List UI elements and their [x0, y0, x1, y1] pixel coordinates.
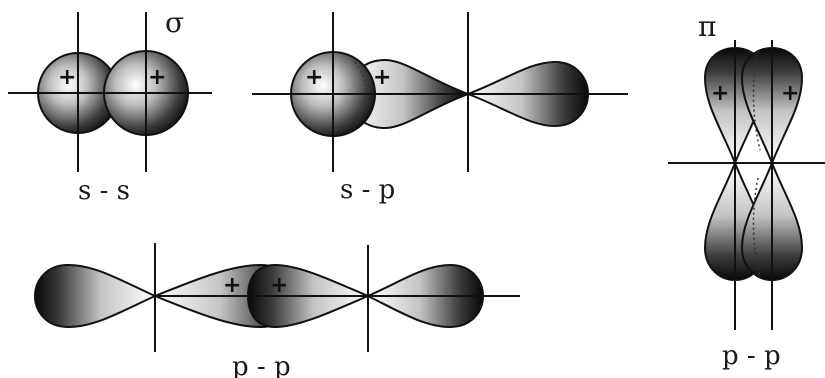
- plus-sign-p: +: [373, 65, 391, 90]
- plus-sign-right: +: [781, 81, 799, 106]
- caption-s-s: s - s: [78, 176, 130, 206]
- caption-s-p: s - p: [340, 175, 395, 205]
- plus-sign-left: +: [223, 273, 241, 298]
- panel-s-p: + + s - p: [252, 12, 628, 205]
- panel-p-p-sigma: + + p - p: [35, 243, 520, 378]
- panel-s-s: + + σ s - s: [8, 6, 212, 206]
- caption-p-p-sigma: p - p: [232, 352, 291, 378]
- plus-sign-right: +: [270, 273, 288, 298]
- p-lobe-far-left: [35, 265, 155, 327]
- caption-p-p-pi: p - p: [722, 341, 781, 371]
- plus-sign-left: +: [58, 65, 76, 90]
- pi-symbol: π: [698, 10, 716, 43]
- sigma-symbol: σ: [165, 6, 184, 39]
- panel-p-p-pi: + + π p - p: [668, 10, 825, 371]
- plus-sign-right: +: [148, 65, 166, 90]
- plus-sign-s: +: [305, 65, 323, 90]
- plus-sign-left: +: [711, 81, 729, 106]
